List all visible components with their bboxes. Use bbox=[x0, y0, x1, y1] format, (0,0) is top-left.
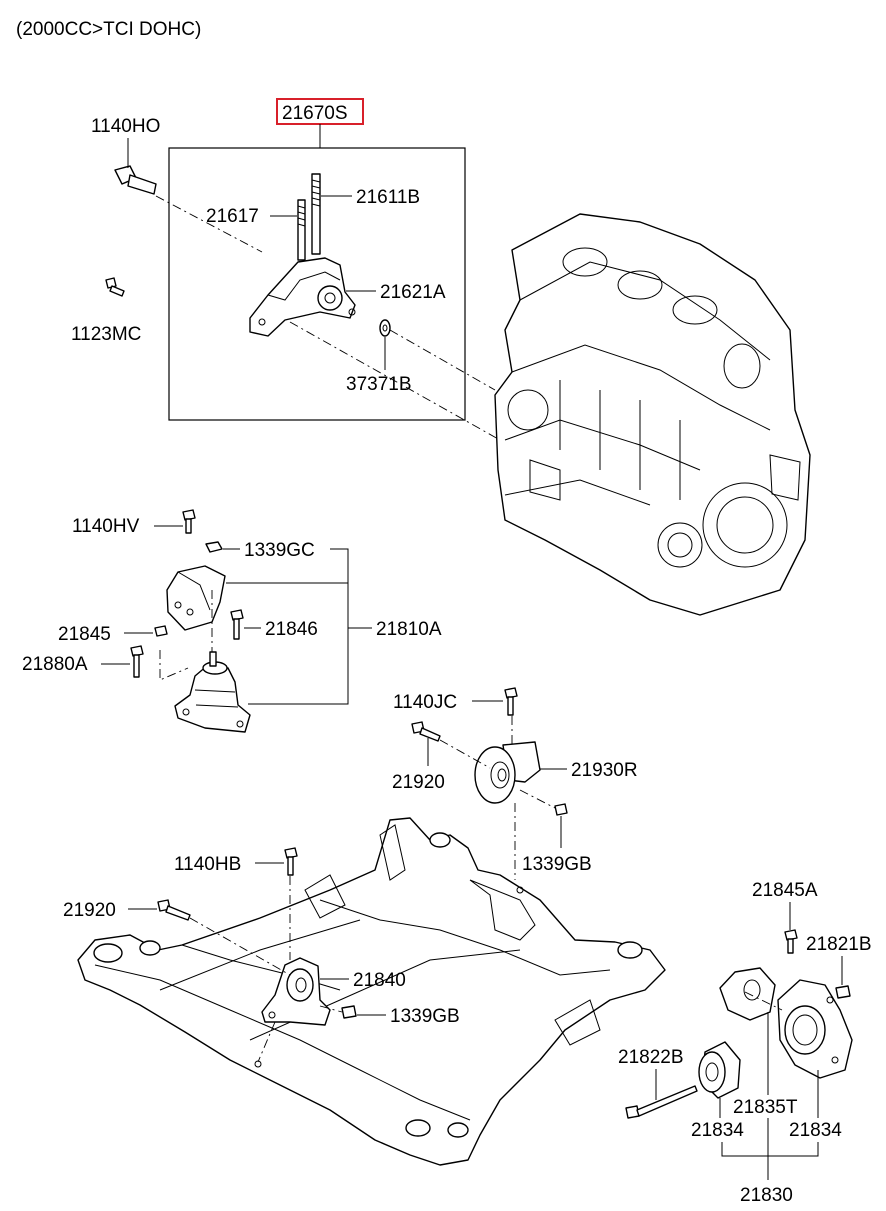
bolt-21822B bbox=[625, 1085, 698, 1119]
mount-21840 bbox=[261, 957, 331, 1026]
nut-21845 bbox=[154, 625, 168, 637]
label-1140HO: 1140HO bbox=[91, 116, 160, 137]
label-21835T: 21835T bbox=[733, 1097, 798, 1118]
bolt-21846 bbox=[230, 609, 244, 640]
bolt-21920-lower bbox=[157, 899, 191, 921]
label-37371B: 37371B bbox=[346, 374, 412, 395]
mount-21930R bbox=[474, 741, 541, 804]
label-1123MC: 1123MC bbox=[71, 324, 141, 345]
stud-21611B bbox=[311, 173, 321, 255]
label-1339GB-lower: 1339GB bbox=[390, 1006, 460, 1027]
bracket-21834-right bbox=[777, 979, 853, 1079]
label-1339GB-upper: 1339GB bbox=[522, 854, 592, 875]
label-21920-lower: 21920 bbox=[63, 900, 116, 921]
bolt-21920-upper bbox=[411, 721, 441, 742]
label-21880A: 21880A bbox=[22, 654, 88, 675]
stud-21617 bbox=[297, 199, 306, 261]
label-21611B: 21611B bbox=[356, 187, 420, 208]
bolt-1140HO bbox=[114, 165, 157, 195]
bolt-21880A bbox=[130, 645, 144, 678]
label-1339GC: 1339GC bbox=[244, 540, 315, 561]
bolt-1140JC bbox=[504, 687, 518, 716]
nut-1339GB-lower bbox=[341, 1005, 357, 1019]
label-21621A: 21621A bbox=[380, 282, 446, 303]
nut-1339GB-upper bbox=[554, 803, 568, 816]
washer-37371B bbox=[379, 319, 391, 337]
bolt-21845A bbox=[784, 929, 798, 954]
mount-insulator bbox=[174, 651, 251, 733]
label-21845A: 21845A bbox=[752, 880, 818, 901]
label-21930R: 21930R bbox=[571, 760, 638, 781]
mount-upper-bracket bbox=[166, 565, 226, 631]
label-21617: 21617 bbox=[206, 206, 259, 227]
bolt-1140HB bbox=[284, 847, 298, 876]
label-21834-left: 21834 bbox=[691, 1120, 744, 1141]
label-21840: 21840 bbox=[353, 970, 406, 991]
bracket-21621A bbox=[249, 257, 356, 337]
label-1140HV: 1140HV bbox=[72, 516, 140, 537]
label-21846: 21846 bbox=[265, 619, 318, 640]
bracket-assembly-box bbox=[168, 147, 466, 421]
label-21845: 21845 bbox=[58, 624, 111, 645]
bushing-21834-left bbox=[698, 1041, 741, 1099]
label-21920-upper: 21920 bbox=[392, 772, 445, 793]
label-21834-right: 21834 bbox=[789, 1120, 842, 1141]
bracket-21835T bbox=[719, 967, 776, 1021]
label-1140HB: 1140HB bbox=[174, 854, 241, 875]
bolt-1123MC bbox=[105, 277, 125, 297]
engine-block bbox=[494, 213, 811, 616]
label-21821B: 21821B bbox=[806, 934, 872, 955]
label-1140JC: 1140JC bbox=[393, 692, 457, 713]
label-21670S: 21670S bbox=[282, 103, 348, 124]
bolt-1140HV bbox=[182, 509, 196, 534]
label-21810A: 21810A bbox=[376, 619, 442, 640]
nut-1339GC bbox=[205, 541, 223, 553]
nut-21821B bbox=[835, 985, 851, 999]
label-21830: 21830 bbox=[740, 1185, 793, 1206]
front-subframe bbox=[77, 817, 666, 1166]
label-21822B: 21822B bbox=[618, 1047, 684, 1068]
engine-spec-header: (2000CC>TCI DOHC) bbox=[16, 19, 201, 40]
